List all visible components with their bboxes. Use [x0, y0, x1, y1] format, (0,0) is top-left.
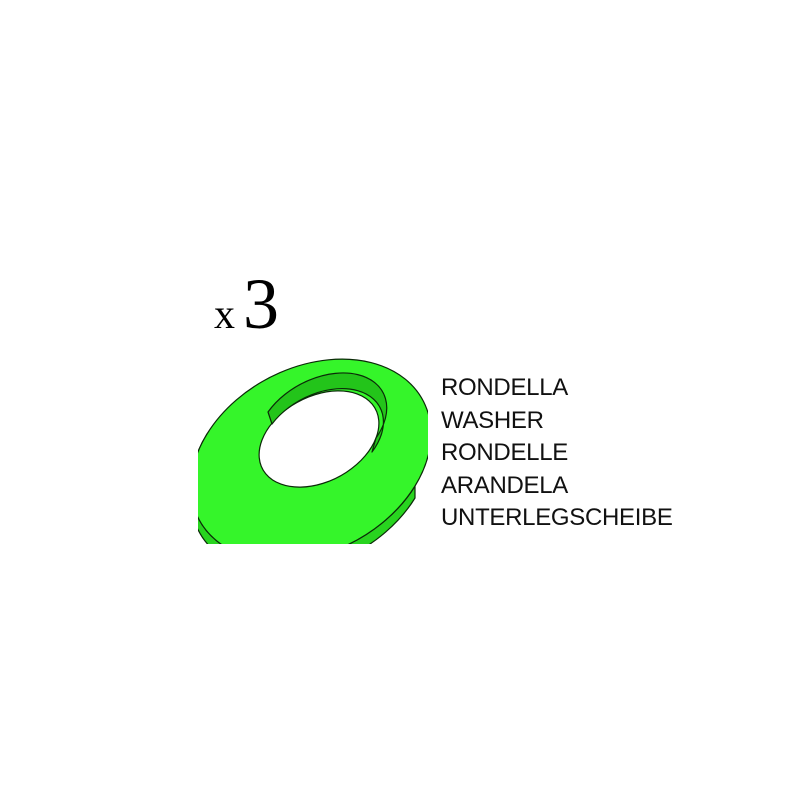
part-name-spanish: ARANDELA: [441, 471, 568, 499]
part-name-italian: RONDELLA: [441, 374, 568, 401]
quantity-value: 3: [243, 264, 279, 344]
part-name-english: WASHER: [441, 406, 544, 434]
quantity-prefix: x: [214, 292, 235, 338]
washer-inner-wall: [267, 372, 388, 453]
part-name-list: RONDELLA WASHER RONDELLE ARANDELA UNTERL…: [441, 372, 673, 535]
part-name-french: RONDELLE: [441, 439, 568, 466]
washer-illustration: [198, 358, 428, 544]
part-name-german: UNTERLEGSCHEIBE: [441, 504, 673, 531]
